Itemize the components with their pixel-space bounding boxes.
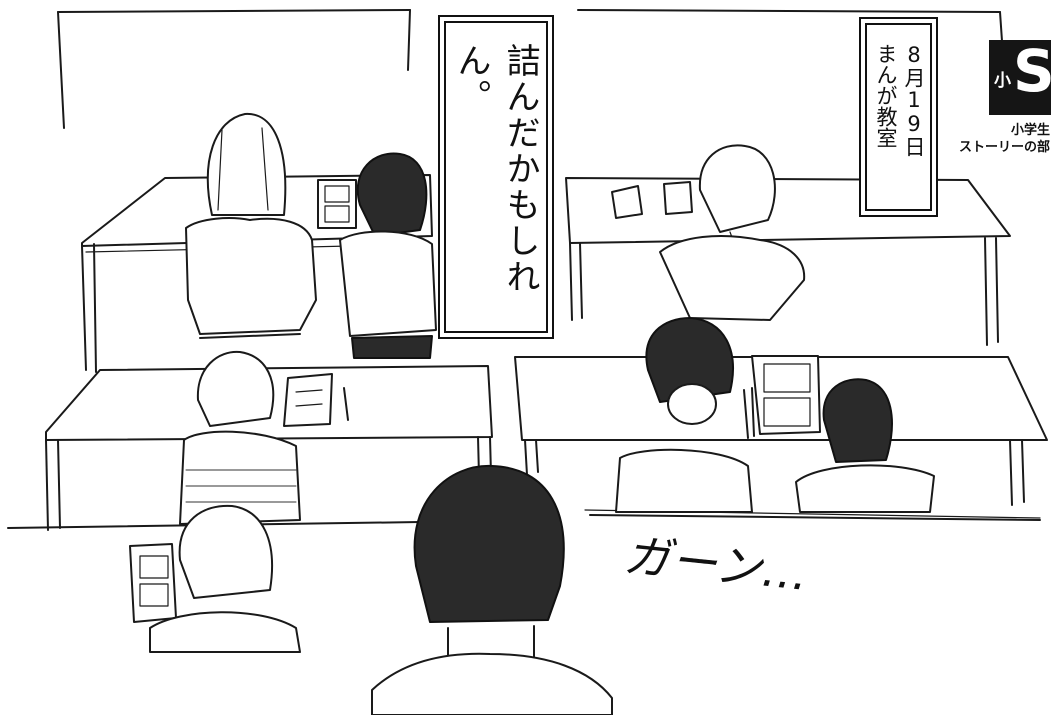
student-back-dark-hair	[339, 152, 437, 359]
student-front-left	[149, 504, 301, 653]
student-back-left-long-hair	[185, 112, 317, 339]
student-mid-right-bun	[615, 317, 753, 513]
brand-logo: 小 S	[989, 37, 1053, 115]
desk-back-right	[565, 177, 1011, 346]
protagonist-foreground	[371, 464, 613, 715]
student-back-right-ponytail	[659, 144, 806, 321]
date-caption-title: まんが教室	[874, 43, 898, 148]
logo-big-char: S	[1013, 37, 1053, 105]
speech-bubble: 詰んだかもしれん。	[438, 15, 554, 339]
logo-small-char: 小	[994, 71, 1011, 91]
date-caption-date: 8月19日	[902, 43, 926, 157]
paper-sheets	[129, 179, 821, 623]
logo-caption-line1: 小学生	[1010, 123, 1050, 138]
logo-caption-line2: ストーリーの部	[958, 140, 1050, 155]
date-caption-box: 8月19日 まんが教室	[859, 17, 938, 217]
student-mid-left	[179, 350, 301, 525]
speech-bubble-text: 詰んだかもしれん。	[451, 43, 540, 295]
student-mid-right-short	[795, 378, 935, 513]
